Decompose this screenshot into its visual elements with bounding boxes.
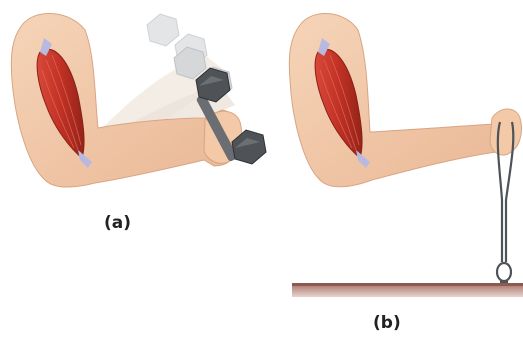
panel-a <box>11 14 266 188</box>
floor-edge <box>292 283 523 286</box>
fist-b <box>490 109 522 155</box>
cord-ring <box>497 263 511 281</box>
panel-label-b: (b) <box>373 313 401 333</box>
panel-label-a: (a) <box>104 213 131 233</box>
panel-b <box>289 14 523 297</box>
